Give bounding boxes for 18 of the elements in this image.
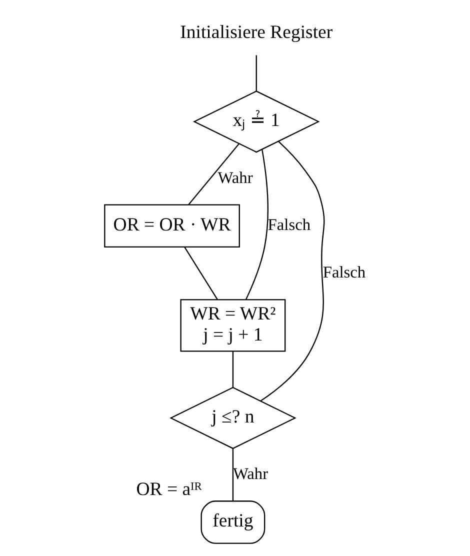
edge-label: Wahr xyxy=(218,168,253,187)
node-diamond: j ≤? n xyxy=(170,386,296,450)
node-label: OR = aᴵᴿ xyxy=(136,479,202,500)
edge-label: Falsch xyxy=(268,215,311,234)
edge-label: Wahr xyxy=(232,464,268,484)
connector xyxy=(184,246,218,300)
edge-label: Falsch xyxy=(322,262,366,282)
connector xyxy=(188,144,240,206)
connector xyxy=(232,448,234,501)
node-box: WR = WR² j = j + 1 xyxy=(180,299,286,352)
node-box: fertig xyxy=(200,500,266,544)
node-text: Initialisiere Register xyxy=(180,22,333,44)
connector xyxy=(256,55,257,91)
connector xyxy=(260,141,325,402)
node-diamond: xⱼ ≟ 1 xyxy=(192,90,320,153)
node-box: OR = OR · WR xyxy=(104,204,240,248)
connector xyxy=(232,351,234,388)
connector xyxy=(245,150,268,300)
